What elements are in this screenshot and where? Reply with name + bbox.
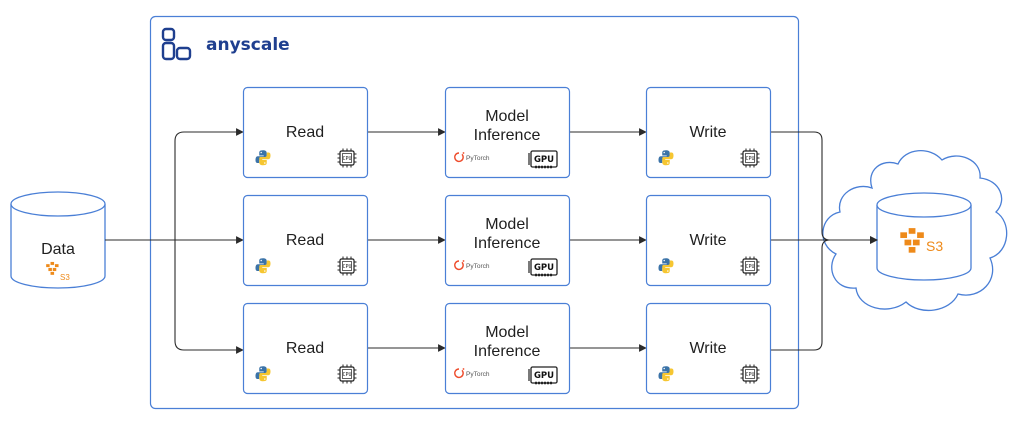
- read-node-label: Read: [286, 340, 324, 357]
- brand-name: anyscale: [206, 35, 290, 55]
- gpu-icon: [528, 150, 558, 169]
- write-node-box: [645, 86, 772, 179]
- read-node-box: [242, 86, 369, 179]
- pytorch-label: PyTorch: [466, 371, 490, 378]
- gpu-icon: [528, 366, 558, 385]
- pytorch-label: PyTorch: [466, 263, 490, 270]
- model-node-label: Inference: [474, 235, 541, 252]
- read-node-label: Read: [286, 124, 324, 141]
- write-node-box: [645, 302, 772, 395]
- write-node-box: [645, 194, 772, 287]
- gpu-label: GPU: [534, 263, 554, 273]
- model-node-label: Inference: [474, 343, 541, 360]
- cpu-label: CPU: [745, 156, 754, 162]
- data-source-label: Data: [41, 241, 75, 258]
- pytorch-label: PyTorch: [466, 155, 490, 162]
- anyscale-logo-icon: [161, 27, 192, 61]
- gpu-label: GPU: [534, 371, 554, 381]
- cpu-label: CPU: [745, 372, 754, 378]
- data-source-cylinder: [10, 191, 106, 289]
- cpu-label: CPU: [745, 264, 754, 270]
- s3-sink-label: S3: [926, 238, 943, 254]
- read-node-box: [242, 302, 369, 395]
- write-node-label: Write: [689, 232, 726, 249]
- gpu-label: GPU: [534, 155, 554, 165]
- s3-sink-cylinder: [876, 192, 972, 281]
- model-node-label: Inference: [474, 127, 541, 144]
- pytorch-icon: [454, 152, 465, 163]
- model-node-label: Model: [485, 216, 529, 233]
- write-node-label: Write: [689, 124, 726, 141]
- model-node-label: Model: [485, 108, 529, 125]
- s3-source-label: S3: [60, 273, 70, 282]
- read-node-box: [242, 194, 369, 287]
- read-node-label: Read: [286, 232, 324, 249]
- cpu-label: CPU: [342, 156, 351, 162]
- cpu-label: CPU: [342, 372, 351, 378]
- cpu-label: CPU: [342, 264, 351, 270]
- model-node-label: Model: [485, 324, 529, 341]
- sink-connectors: [770, 131, 878, 351]
- write-node-label: Write: [689, 340, 726, 357]
- gpu-icon: [528, 258, 558, 277]
- pytorch-icon: [454, 260, 465, 271]
- source-connectors: [105, 128, 244, 354]
- pytorch-icon: [454, 368, 465, 379]
